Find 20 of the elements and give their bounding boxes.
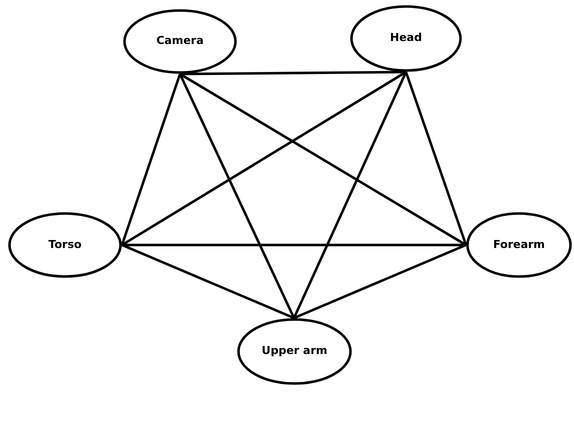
node-label: Camera	[156, 33, 204, 50]
ellipse-node	[237, 318, 352, 385]
connector-line	[180, 70, 406, 76]
ellipse-node	[466, 212, 572, 278]
connector-line	[121, 70, 407, 246]
connector-line	[292, 71, 408, 319]
connector-line	[404, 72, 468, 246]
connector-line	[178, 73, 296, 319]
ellipse-node	[8, 212, 122, 278]
ellipse-node	[123, 9, 237, 74]
connector-line	[122, 244, 466, 246]
connector-line	[122, 244, 294, 320]
node-label: Torso	[48, 236, 82, 253]
connector-line	[179, 72, 467, 246]
node-label: Forearm	[493, 236, 545, 253]
ellipse-node	[350, 5, 462, 72]
node-label: Upper arm	[262, 343, 328, 360]
node-label: Head	[390, 30, 422, 46]
connector-line	[294, 244, 466, 320]
connector-line	[120, 74, 182, 246]
